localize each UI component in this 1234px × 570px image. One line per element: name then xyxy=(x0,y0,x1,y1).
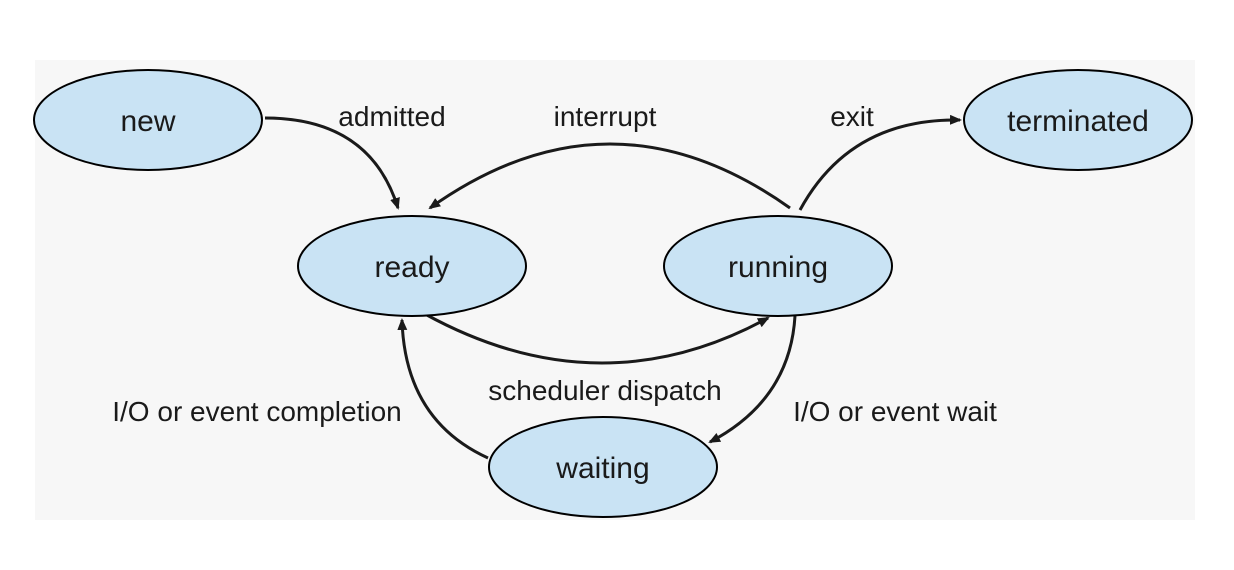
state-waiting-label: waiting xyxy=(555,452,649,485)
edge-running-to-ready-interrupt xyxy=(428,142,791,210)
state-new-label: new xyxy=(120,105,175,138)
label-scheduler-dispatch: scheduler dispatch xyxy=(488,375,721,406)
state-running: running xyxy=(663,215,893,317)
state-waiting: waiting xyxy=(488,416,718,518)
edge-running-to-waiting xyxy=(708,315,797,444)
state-ready: ready xyxy=(297,215,527,317)
label-io-event-wait: I/O or event wait xyxy=(793,396,997,427)
state-ready-ellipse xyxy=(297,215,527,317)
state-running-ellipse xyxy=(663,215,893,317)
state-ready-label: ready xyxy=(374,251,449,284)
state-new-ellipse xyxy=(33,69,263,171)
edge-waiting-to-ready xyxy=(397,318,489,460)
label-admitted: admitted xyxy=(338,101,445,132)
label-interrupt: interrupt xyxy=(554,101,657,132)
label-io-event-completion: I/O or event completion xyxy=(112,396,401,427)
state-waiting-ellipse xyxy=(488,416,718,518)
label-exit: exit xyxy=(830,101,874,132)
edge-running-to-terminated xyxy=(798,114,962,211)
edge-ready-to-running xyxy=(424,312,770,365)
edge-new-to-ready xyxy=(264,116,400,210)
state-terminated-ellipse xyxy=(963,69,1193,171)
state-terminated: terminated xyxy=(963,69,1193,171)
state-new: new xyxy=(33,69,263,171)
state-terminated-label: terminated xyxy=(1007,105,1149,138)
state-running-label: running xyxy=(728,251,828,284)
